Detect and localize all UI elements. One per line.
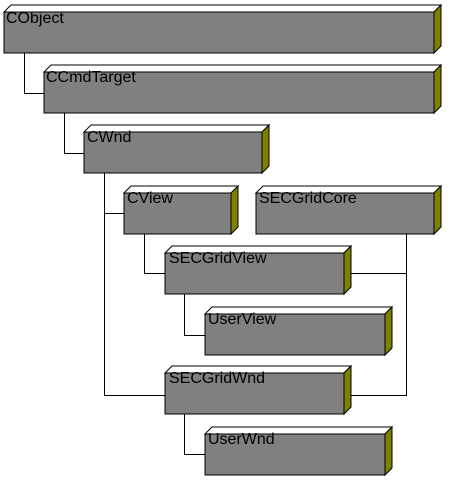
edge-secgridcore-secgridview-secgridwnd <box>344 234 407 396</box>
node-ccmdtarget: CCmdTarget <box>42 63 443 115</box>
node-userwnd-face <box>204 433 386 476</box>
node-cwnd: CWnd <box>82 123 271 175</box>
node-secgridwnd-side <box>343 364 352 416</box>
node-cobject-top <box>2 4 443 13</box>
node-secgridcore: SECGridCore <box>254 184 443 236</box>
edge-cview-secgridview <box>144 234 165 274</box>
node-userview-face <box>204 313 386 356</box>
edge-cobject-ccmdtarget <box>24 53 44 94</box>
node-userview-side <box>384 305 393 357</box>
node-cwnd-side <box>261 123 270 175</box>
edge-secgridwnd-userwnd <box>184 414 205 455</box>
node-secgridview-side <box>343 244 352 296</box>
node-secgridview-face <box>164 252 345 295</box>
node-cobject-side <box>433 3 442 55</box>
node-userwnd-label: UserWnd <box>208 431 275 448</box>
node-ccmdtarget-label: CCmdTarget <box>46 69 136 86</box>
node-secgridwnd: SECGridWnd <box>163 364 353 416</box>
node-secgridview: SECGridView <box>163 244 353 296</box>
node-cview: CView <box>122 184 240 236</box>
node-cview-side <box>230 184 239 236</box>
node-ccmdtarget-face <box>43 71 435 114</box>
node-cview-label: CView <box>127 190 173 207</box>
node-cwnd-label: CWnd <box>87 129 131 146</box>
node-secgridcore-face <box>255 192 435 235</box>
node-cobject-face <box>3 11 435 54</box>
node-ccmdtarget-side <box>433 63 442 115</box>
node-cview-face <box>123 192 232 235</box>
node-secgridcore-label: SECGridCore <box>259 190 357 207</box>
node-cwnd-face <box>83 131 263 174</box>
node-secgridwnd-label: SECGridWnd <box>169 370 265 387</box>
node-secgridwnd-face <box>164 372 345 415</box>
edge-cwnd-cview-secgridwnd <box>104 173 165 396</box>
node-cobject-label: CObject <box>6 10 64 27</box>
connectors <box>24 53 407 455</box>
node-secgridview-label: SECGridView <box>169 250 267 267</box>
node-userwnd: UserWnd <box>203 425 394 477</box>
node-userview-label: UserView <box>208 311 277 328</box>
edge-secgridview-userview <box>184 294 205 336</box>
node-userwnd-side <box>384 425 393 477</box>
node-cobject: CObject <box>2 3 443 55</box>
edge-ccmdtarget-cwnd <box>64 113 84 154</box>
node-userview: UserView <box>203 305 394 357</box>
node-secgridcore-side <box>433 184 442 236</box>
